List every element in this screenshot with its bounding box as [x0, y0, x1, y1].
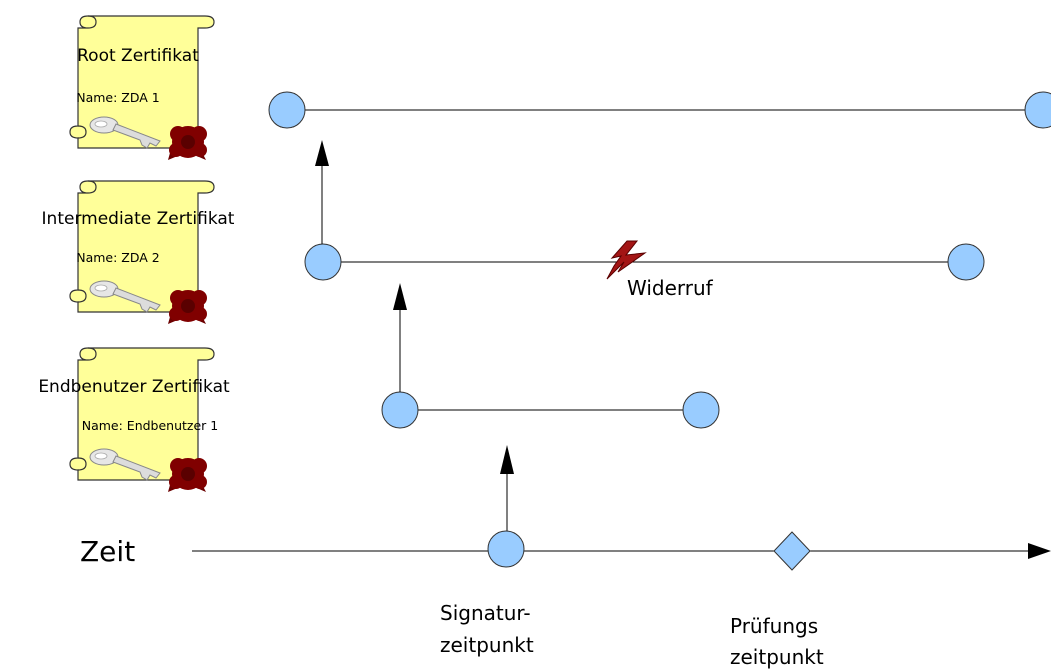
seal-icon	[168, 290, 207, 324]
root-validity-period	[268, 91, 1051, 129]
check-time-label-line1: Prüfungs	[730, 614, 818, 638]
root-certificate: Root Zertifikat Name: ZDA 1	[69, 15, 215, 160]
seal-icon	[168, 458, 207, 492]
validity-end-node	[1024, 91, 1051, 129]
certificate-name: Name: Endbenutzer 1	[82, 418, 219, 433]
time-axis-label: Zeit	[80, 535, 135, 568]
validity-start-node	[381, 391, 419, 429]
validity-end-node	[947, 243, 985, 281]
signature-time-node	[487, 530, 525, 568]
check-time-diamond	[773, 531, 811, 571]
seal-icon	[168, 126, 207, 160]
key-icon	[89, 116, 161, 149]
scroll-icon	[69, 347, 215, 481]
lightning-icon	[606, 240, 647, 280]
certificate-title: Root Zertifikat	[77, 46, 199, 66]
endbenutzer-validity-period	[381, 391, 720, 429]
certificate-title: Intermediate Zertifikat	[42, 209, 235, 229]
scroll-icon	[69, 180, 215, 313]
certificate-title: Endbenutzer Zertifikat	[38, 377, 230, 397]
time-axis-arrowhead	[1028, 543, 1051, 559]
validity-end-node	[682, 391, 720, 429]
check-time-label-line2: zeitpunkt	[730, 645, 824, 669]
validity-start-node	[268, 91, 306, 129]
arrowhead-icon	[393, 283, 407, 310]
intermediate-certificate: Intermediate Zertifikat Name: ZDA 2	[42, 180, 235, 324]
certificate-name: Name: ZDA 1	[76, 90, 160, 105]
arrowhead-icon	[315, 140, 329, 166]
revocation-label: Widerruf	[627, 276, 714, 300]
key-icon	[89, 448, 161, 481]
validity-start-node	[304, 243, 342, 281]
time-axis: Zeit	[80, 530, 1051, 571]
scroll-icon	[69, 15, 215, 149]
signature-time-label-line1: Signatur-	[440, 601, 531, 625]
certificate-name: Name: ZDA 2	[76, 250, 160, 265]
endbenutzer-certificate: Endbenutzer Zertifikat Name: Endbenutzer…	[38, 347, 230, 492]
arrowhead-icon	[500, 445, 514, 474]
key-icon	[89, 280, 161, 313]
intermediate-validity-period	[304, 243, 985, 281]
signature-time-label-line2: zeitpunkt	[440, 633, 534, 657]
